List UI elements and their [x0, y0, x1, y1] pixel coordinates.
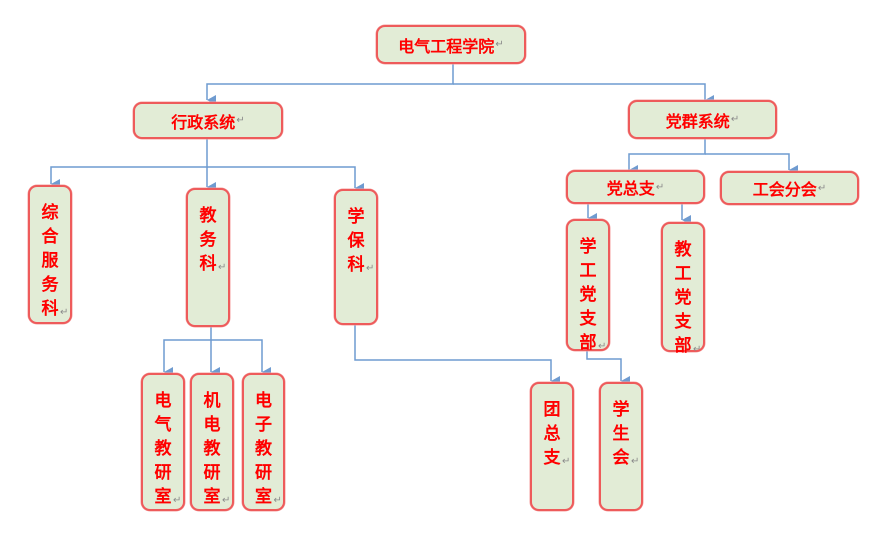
paragraph-mark-icon: ↵: [366, 263, 375, 274]
char: 教: [255, 439, 272, 459]
node-party-branch-general[interactable]: 党总支↵: [566, 170, 705, 204]
char: 室: [154, 487, 172, 507]
node-party-label: 党群系统: [665, 111, 730, 131]
char: 会: [612, 448, 630, 468]
char: 科: [347, 255, 365, 275]
node-electrical-lab[interactable]: 电 气 教 研 室↵: [141, 373, 185, 511]
char: 电: [255, 391, 272, 411]
char: 党: [674, 288, 692, 308]
node-admin-system[interactable]: 行政系统↵: [133, 102, 283, 139]
node-youth-league[interactable]: 团 总 支↵: [530, 382, 574, 511]
char: 生: [612, 424, 630, 444]
paragraph-mark-icon: ↵: [693, 344, 702, 355]
edge-party-union: [705, 153, 798, 175]
node-electronics-lab[interactable]: 电 子 教 研 室↵: [242, 373, 285, 511]
node-root-label: 电气工程学院: [398, 36, 495, 56]
node-union-branch[interactable]: 工会分会↵: [720, 171, 859, 205]
node-party-system[interactable]: 党群系统↵: [628, 100, 777, 139]
char: 学: [579, 237, 597, 257]
char: 合: [41, 227, 59, 247]
edge-party-branch: [628, 138, 706, 175]
paragraph-mark-icon: ↵: [730, 114, 740, 125]
char: 教: [199, 206, 217, 226]
char: 保: [347, 231, 365, 251]
char: 科: [41, 299, 59, 319]
edge-teaching-labs: [163, 326, 212, 377]
char: 研: [154, 463, 172, 483]
node-student-union[interactable]: 学 生 会↵: [599, 382, 643, 511]
paragraph-mark-icon: ↵: [562, 456, 571, 467]
char: 支: [543, 448, 561, 468]
paragraph-mark-icon: ↵: [236, 115, 245, 126]
char: 教: [674, 240, 692, 260]
node-teacher-party-branch[interactable]: 教 工 党 支 部↵: [661, 222, 705, 356]
char: 务: [199, 230, 217, 250]
paragraph-mark-icon: ↵: [218, 262, 227, 273]
char: 务: [41, 275, 59, 295]
char: 电: [154, 391, 172, 411]
char: 团: [543, 400, 561, 420]
paragraph-mark-icon: ↵: [173, 495, 182, 506]
char: 服: [41, 251, 59, 271]
node-general-services[interactable]: 综 合 服 务 科↵: [28, 185, 72, 324]
char: 总: [543, 424, 561, 444]
paragraph-mark-icon: ↵: [273, 495, 282, 506]
edge-teaching-electronic-lab: [211, 339, 271, 377]
char: 党: [579, 285, 597, 305]
char: 研: [203, 463, 221, 483]
paragraph-mark-icon: ↵: [60, 307, 69, 318]
node-root[interactable]: 电气工程学院↵: [376, 25, 526, 64]
char: 综: [41, 203, 59, 223]
node-student-party-branch[interactable]: 学 工 党 支 部↵: [566, 219, 610, 353]
edge-student-party-union: [586, 350, 630, 386]
char: 工: [579, 261, 597, 281]
char: 室: [255, 487, 272, 507]
paragraph-mark-icon: ↵: [598, 341, 607, 352]
char: 教: [154, 439, 172, 459]
char: 工: [674, 264, 692, 284]
char: 支: [579, 309, 597, 329]
edge-root-party: [453, 83, 714, 105]
char: 科: [199, 254, 217, 274]
char: 部: [579, 333, 597, 353]
node-teaching-affairs[interactable]: 教 务 科↵: [186, 188, 230, 327]
char: 气: [154, 415, 172, 435]
char: 学: [347, 207, 365, 227]
paragraph-mark-icon: ↵: [817, 182, 827, 194]
node-branch-label: 党总支: [606, 179, 655, 198]
char: 部: [674, 336, 692, 356]
char: 教: [203, 439, 221, 459]
char: 研: [255, 463, 272, 483]
char: 室: [203, 487, 221, 507]
edge-admin-general: [50, 138, 208, 189]
paragraph-mark-icon: ↵: [495, 39, 504, 50]
paragraph-mark-icon: ↵: [631, 456, 640, 467]
node-union-label: 工会分会: [752, 180, 817, 199]
char: 支: [674, 312, 692, 332]
char: 机: [203, 391, 221, 411]
edge-student-affairs-league: [354, 324, 560, 386]
node-mechatronics-lab[interactable]: 机 电 教 研 室↵: [190, 373, 234, 511]
char: 电: [203, 415, 221, 435]
node-student-affairs[interactable]: 学 保 科↵: [334, 189, 378, 325]
node-admin-label: 行政系统: [171, 112, 236, 132]
char: 学: [612, 400, 630, 420]
edge-root-admin: [206, 63, 454, 105]
edge-admin-student-affairs: [207, 166, 364, 193]
char: 子: [255, 415, 272, 435]
paragraph-mark-icon: ↵: [222, 495, 231, 506]
paragraph-mark-icon: ↵: [655, 181, 665, 193]
